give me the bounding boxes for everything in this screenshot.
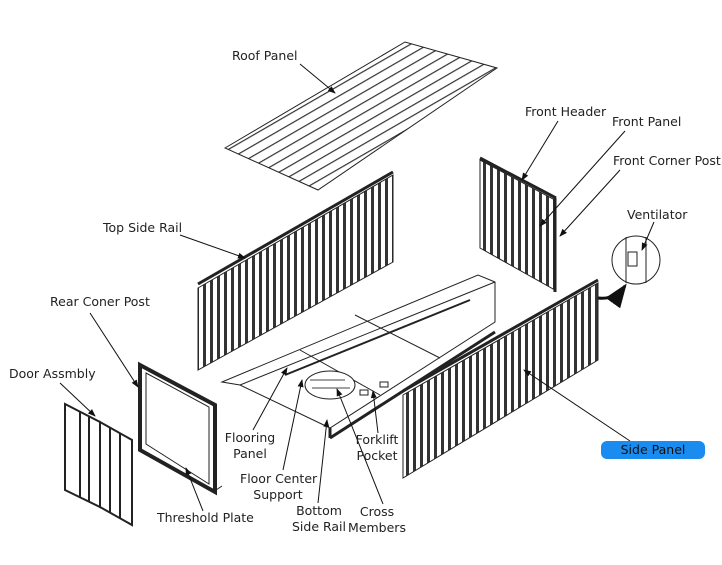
label-line: Support (253, 487, 303, 502)
front-panel (479, 156, 557, 292)
label-threshold-plate: Threshold Plate (157, 510, 254, 525)
label-line: Forklift (355, 432, 399, 447)
label-line: Pocket (356, 448, 398, 463)
label-front-corner-post: Front Corner Post (613, 153, 721, 168)
door-assembly (64, 402, 133, 527)
label-line: Members (348, 520, 406, 535)
label-line: Cross (359, 504, 395, 519)
label-ventilator: Ventilator (627, 207, 688, 222)
label-roof-panel: Roof Panel (232, 48, 298, 63)
label-line: Floor Center (240, 471, 318, 486)
label-line: Flooring (224, 430, 276, 445)
label-line: Panel (233, 446, 267, 461)
roof-panel (223, 41, 499, 191)
side-panel (402, 278, 599, 479)
leader-lines (59, 63, 655, 512)
label-line: Side Rail (291, 519, 347, 534)
rear-frame (138, 361, 223, 496)
label-rear-corner-post: Rear Coner Post (50, 294, 150, 309)
label-front-header: Front Header (525, 104, 607, 119)
label-top-side-rail: Top Side Rail (103, 220, 183, 235)
label-door-assembly: Door Assmbly (9, 366, 96, 381)
label-front-panel: Front Panel (612, 114, 682, 129)
label-side-panel-highlighted[interactable]: Side Panel (601, 441, 705, 459)
floor-frame (220, 274, 496, 440)
label-line: Bottom (296, 503, 342, 518)
ventilator-detail (597, 235, 661, 309)
top-side-rail-panel (197, 170, 394, 371)
